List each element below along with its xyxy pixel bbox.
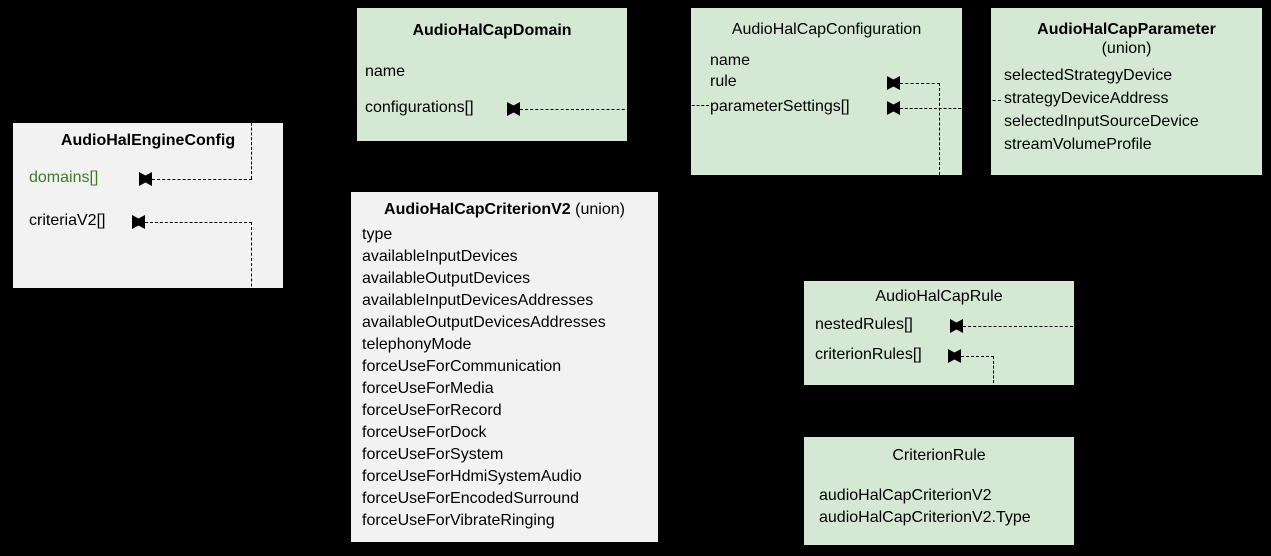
connector-criteriav2-vertical xyxy=(251,222,252,288)
attr-rule[interactable]: rule xyxy=(710,73,737,90)
attr-name-domain[interactable]: name xyxy=(365,63,406,80)
attr-audiohalcapcriterionv2[interactable]: audioHalCapCriterionV2 xyxy=(819,487,992,504)
class-title-union-suffix: (union) xyxy=(575,201,625,218)
attr-forceuseformedia[interactable]: forceUseForMedia xyxy=(362,380,494,397)
class-box-audiohalcapcriterionv2[interactable]: AudioHalCapCriterionV2 (union) type avai… xyxy=(351,192,658,542)
attr-configurations[interactable]: configurations[] xyxy=(365,99,474,116)
composition-diamond-criteriav2 xyxy=(132,215,158,229)
connector-parametersettings-horizontal xyxy=(900,108,962,109)
attr-forceuseforsystem[interactable]: forceUseForSystem xyxy=(362,446,504,463)
composition-diamond-criterionrules xyxy=(948,349,974,363)
class-title-audiohalcapconfiguration: AudioHalCapConfiguration xyxy=(731,21,922,38)
attr-nestedrules[interactable]: nestedRules[] xyxy=(815,316,913,333)
class-title-audiohalcapcriterionv2: AudioHalCapCriterionV2 (union) xyxy=(351,200,658,219)
attr-audiohalcapcriterionv2-type[interactable]: audioHalCapCriterionV2.Type xyxy=(819,509,1031,526)
class-box-audiohalengineconfig[interactable]: AudioHalEngineConfig domains[] criteriaV… xyxy=(13,123,283,288)
attr-criterionrules[interactable]: criterionRules[] xyxy=(815,346,922,363)
attr-domains[interactable]: domains[] xyxy=(29,169,99,186)
class-box-audiohalcapdomain[interactable]: AudioHalCapDomain name configurations[] xyxy=(357,8,627,141)
class-title-text: AudioHalCapCriterionV2 xyxy=(384,201,571,218)
composition-diamond-configurations xyxy=(507,102,533,116)
attr-type[interactable]: type xyxy=(362,226,393,243)
connector-domains-horizontal xyxy=(152,179,252,180)
attr-name-configuration[interactable]: name xyxy=(710,52,751,69)
connector-incoming-configurations xyxy=(691,105,709,106)
attr-forceuseforencodedsurround[interactable]: forceUseForEncodedSurround xyxy=(362,490,580,507)
composition-diamond-parametersettings xyxy=(887,101,913,115)
class-subtitle-audiohalcapparameter: (union) xyxy=(1101,40,1152,57)
attr-selectedstrategydevice[interactable]: selectedStrategyDevice xyxy=(1004,67,1173,84)
attr-streamvolumeprofile[interactable]: streamVolumeProfile xyxy=(1004,136,1152,153)
connector-criterionrules-horizontal xyxy=(961,356,994,357)
attr-availableinputdevicesaddresses[interactable]: availableInputDevicesAddresses xyxy=(362,292,594,309)
composition-diamond-rule xyxy=(887,76,913,90)
attr-availableinputdevices[interactable]: availableInputDevices xyxy=(362,248,518,265)
class-box-audiohalcapconfiguration[interactable]: AudioHalCapConfiguration name rule param… xyxy=(691,8,962,175)
attr-criteriav2[interactable]: criteriaV2[] xyxy=(29,212,106,229)
class-title-audiohalengineconfig: AudioHalEngineConfig xyxy=(60,132,236,149)
composition-diamond-nestedrules xyxy=(950,319,976,333)
attr-forceuseforcommunication[interactable]: forceUseForCommunication xyxy=(362,358,562,375)
class-box-audiohalcapparameter[interactable]: AudioHalCapParameter (union) selectedStr… xyxy=(991,8,1262,175)
attr-availableoutputdevicesaddresses[interactable]: availableOutputDevicesAddresses xyxy=(362,314,606,331)
connector-criteriav2-horizontal xyxy=(145,222,252,223)
connector-configurations-horizontal xyxy=(520,109,627,110)
connector-incoming-parametersettings xyxy=(991,100,1001,101)
connector-rule-vertical xyxy=(939,83,940,175)
attr-parametersettings[interactable]: parameterSettings[] xyxy=(710,98,850,115)
class-title-audiohalcapdomain: AudioHalCapDomain xyxy=(412,22,572,39)
class-box-audiohalcaprule[interactable]: AudioHalCapRule nestedRules[] criterionR… xyxy=(804,281,1074,385)
attr-selectedinputsourcedevice[interactable]: selectedInputSourceDevice xyxy=(1004,113,1199,130)
connector-nestedrules-horizontal xyxy=(963,326,1074,327)
attr-forceuseforrecord[interactable]: forceUseForRecord xyxy=(362,402,502,419)
attr-forceusefordock[interactable]: forceUseForDock xyxy=(362,424,487,441)
connector-criterionrules-vertical xyxy=(993,356,994,385)
attr-availableoutputdevices[interactable]: availableOutputDevices xyxy=(362,270,531,287)
connector-domains-vertical xyxy=(251,123,252,179)
class-title-criterionrule: CriterionRule xyxy=(892,447,986,464)
attr-forceuseforhdmisystemaudio[interactable]: forceUseForHdmiSystemAudio xyxy=(362,468,582,485)
attr-strategydeviceaddress[interactable]: strategyDeviceAddress xyxy=(1004,90,1169,107)
connector-rule-horizontal xyxy=(900,83,940,84)
class-title-audiohalcapparameter: AudioHalCapParameter xyxy=(1037,21,1216,38)
class-title-audiohalcaprule: AudioHalCapRule xyxy=(875,288,1003,305)
composition-diamond-domains xyxy=(139,172,165,186)
attr-telephonymode[interactable]: telephonyMode xyxy=(362,336,472,353)
class-box-criterionrule[interactable]: CriterionRule audioHalCapCriterionV2 aud… xyxy=(804,437,1074,545)
attr-forceuseforvibrateringing[interactable]: forceUseForVibrateRinging xyxy=(362,512,555,529)
